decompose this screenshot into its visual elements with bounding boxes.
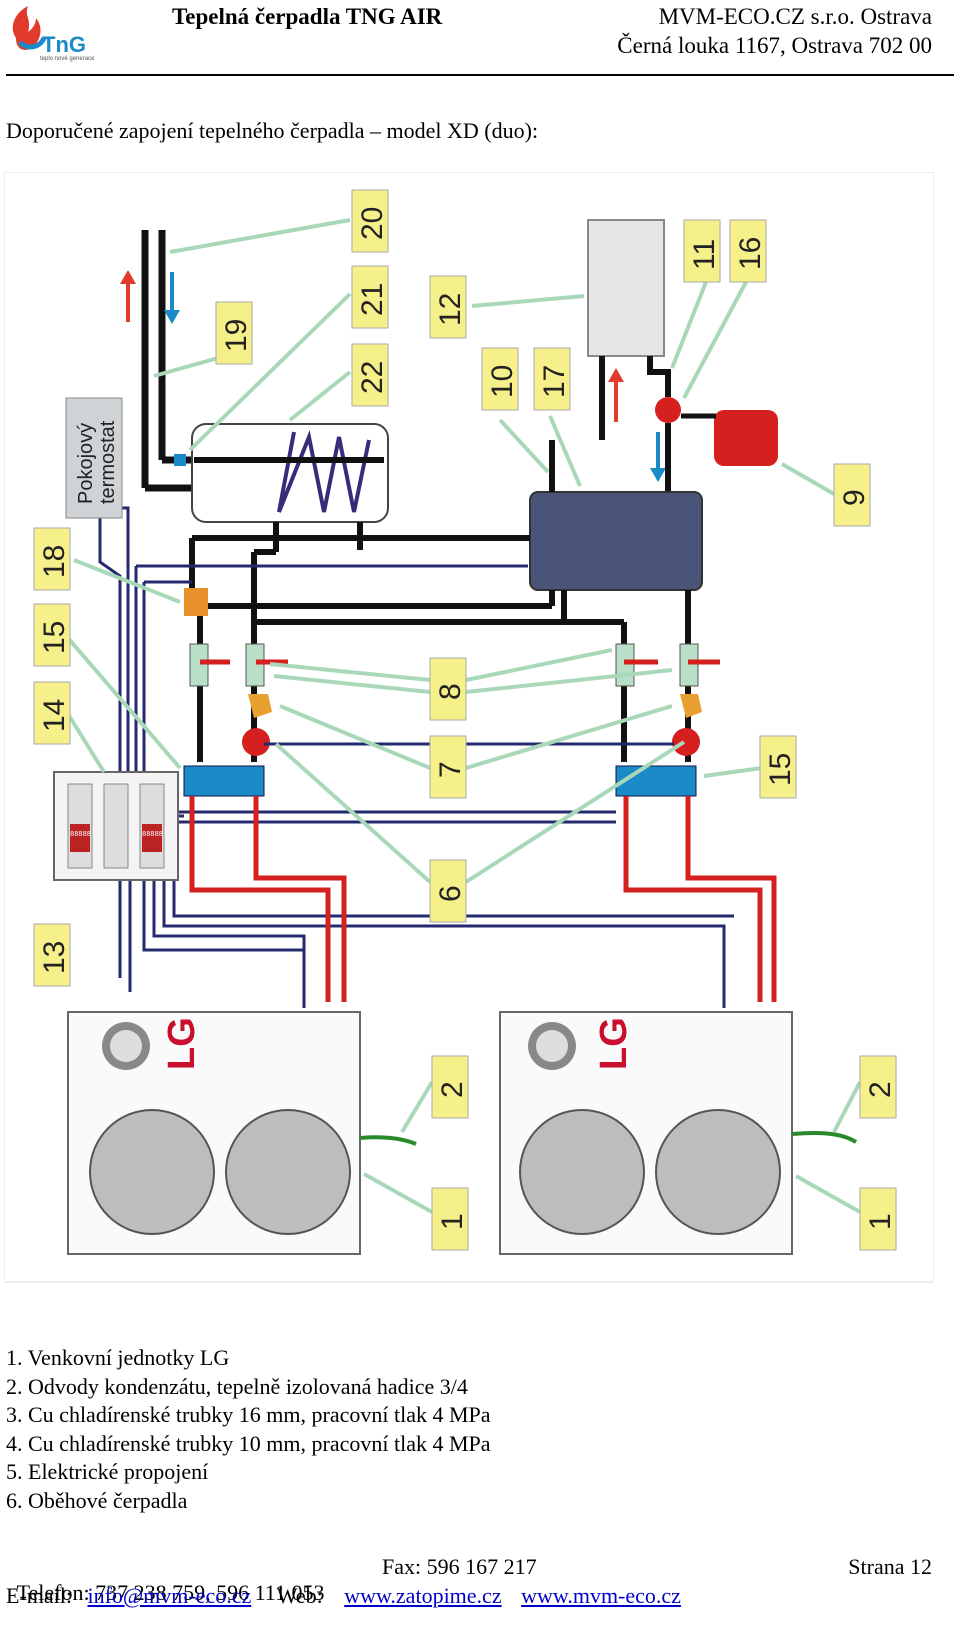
legend-list: 1. Venkovní jednotky LG 2. Odvody konden…	[6, 1344, 491, 1515]
svg-text:15: 15	[764, 753, 797, 786]
legend-item: 6. Oběhové čerpadla	[6, 1487, 188, 1513]
page-title: Doporučené zapojení tepelného čerpadla –…	[6, 118, 539, 143]
web-link-zatopime[interactable]: www.zatopime.cz	[344, 1583, 502, 1608]
svg-text:7: 7	[434, 761, 467, 778]
svg-text:21: 21	[356, 283, 389, 316]
legend-item: 2. Odvody kondenzátu, tepelně izolovaná …	[6, 1373, 468, 1399]
svg-text:12: 12	[434, 293, 467, 326]
svg-text:teplo nové generace: teplo nové generace	[40, 56, 95, 62]
svg-text:TnG: TnG	[42, 32, 86, 57]
svg-text:1: 1	[436, 1213, 469, 1230]
svg-text:8: 8	[434, 683, 467, 700]
header-title: Tepelná čerpadla TNG AIR	[172, 4, 443, 29]
page-number: Strana 12	[848, 1554, 932, 1579]
svg-text:termostat: termostat	[97, 420, 119, 504]
email-link[interactable]: info@mvm-eco.cz	[87, 1583, 252, 1608]
svg-text:Pokojový: Pokojový	[75, 423, 97, 504]
svg-text:20: 20	[356, 207, 389, 240]
svg-text:10: 10	[486, 365, 519, 398]
web-link-mvm[interactable]: www.mvm-eco.cz	[521, 1583, 681, 1608]
legend-item: 1. Venkovní jednotky LG	[6, 1345, 230, 1370]
svg-text:18: 18	[38, 545, 71, 578]
header-rule	[6, 74, 954, 76]
svg-text:9: 9	[838, 489, 871, 506]
svg-text:LG: LG	[161, 1017, 203, 1070]
web-label: Web:	[276, 1583, 323, 1608]
svg-text:88888: 88888	[142, 831, 163, 839]
footer-contacts: Telefon: 737 238 759, 596 111 053 Fax: 5…	[6, 1554, 537, 1632]
svg-text:11: 11	[688, 239, 721, 270]
svg-text:14: 14	[38, 699, 71, 732]
svg-text:15: 15	[38, 621, 71, 654]
svg-text:17: 17	[538, 365, 571, 398]
heat-pump-diagram: 88888 88888 Pokojový termostat LG LG	[4, 172, 934, 1283]
svg-text:19: 19	[220, 319, 253, 352]
footer-links: E-mail: info@mvm-eco.cz Web: www.zatopim…	[6, 1583, 681, 1609]
svg-text:16: 16	[734, 237, 767, 270]
outdoor-unit-right: LG	[499, 1011, 858, 1255]
header-address: Černá louka 1167, Ostrava 702 00	[617, 33, 932, 58]
footer-phone: Telefon: 737 238 759, 596 111 053	[16, 1580, 325, 1605]
svg-text:6: 6	[434, 885, 467, 902]
svg-text:22: 22	[356, 361, 389, 394]
svg-text:2: 2	[436, 1081, 469, 1098]
legend-item: 5. Elektrické propojení	[6, 1459, 209, 1484]
svg-text:13: 13	[38, 941, 71, 974]
footer-fax: Fax: 596 167 217	[382, 1554, 537, 1579]
svg-text:1: 1	[864, 1213, 897, 1230]
header-company: MVM-ECO.CZ s.r.o. Ostrava	[658, 4, 932, 29]
legend-item: 4. Cu chladírenské trubky 10 mm, pracovn…	[6, 1430, 491, 1456]
svg-text:88888: 88888	[70, 831, 91, 839]
legend-item: 3. Cu chladírenské trubky 16 mm, pracovn…	[6, 1402, 491, 1427]
company-logo: TnG teplo nové generace	[12, 6, 95, 62]
email-label: E-mail:	[6, 1583, 72, 1608]
svg-text:2: 2	[864, 1081, 897, 1098]
outdoor-unit-left: LG	[67, 1011, 417, 1255]
svg-text:LG: LG	[593, 1017, 635, 1070]
